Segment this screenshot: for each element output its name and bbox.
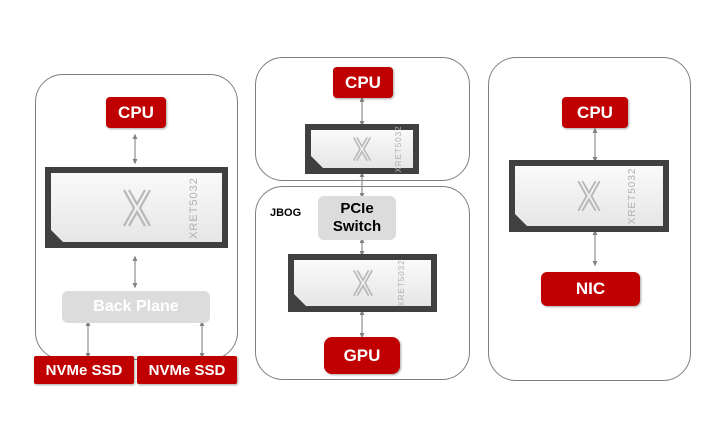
nic-label: NIC <box>575 279 606 298</box>
nvme-ssd-box-2: NVMe SSD <box>137 356 237 384</box>
jbog-tag: JBOG <box>270 207 302 219</box>
xret5032-card-middle-bottom: XRET5032 <box>288 254 437 312</box>
x-logo-icon <box>352 269 373 297</box>
cpu-label: CPU <box>118 102 154 122</box>
nvme-ssd-label: NVMe SSD <box>45 361 123 379</box>
cpu-label: CPU <box>577 102 613 122</box>
nvme-ssd-box-1: NVMe SSD <box>34 356 134 384</box>
backplane-box: Back Plane <box>62 291 210 323</box>
xret5032-card-left: XRET5032 <box>45 167 228 248</box>
pcie-switch-label-line1: PCIe <box>340 200 374 217</box>
x-logo-icon <box>352 136 372 162</box>
nic-box: NIC <box>541 272 640 306</box>
card-part-number: XRET5032 <box>394 125 404 173</box>
cpu-box-left: CPU <box>106 97 166 128</box>
x-logo-icon <box>577 180 601 212</box>
cpu-box-middle: CPU <box>333 67 393 98</box>
pcie-switch-label-line2: Switch <box>332 218 382 235</box>
nvme-ssd-label: NVMe SSD <box>148 361 226 379</box>
cpu-label: CPU <box>345 72 381 92</box>
xret5032-card-right: XRET5032 <box>509 160 669 232</box>
gpu-label: GPU <box>343 345 381 365</box>
pcie-switch-box: PCIe Switch <box>318 196 396 240</box>
card-part-number: XRET5032 <box>397 259 407 307</box>
xret5032-card-middle-top: XRET5032 <box>305 124 419 174</box>
backplane-label: Back Plane <box>93 298 179 315</box>
card-part-number: XRET5032 <box>187 176 200 239</box>
gpu-box: GPU <box>324 337 400 374</box>
card-part-number: XRET5032 <box>626 167 638 225</box>
x-logo-icon <box>122 188 151 227</box>
cpu-box-right: CPU <box>562 97 628 128</box>
